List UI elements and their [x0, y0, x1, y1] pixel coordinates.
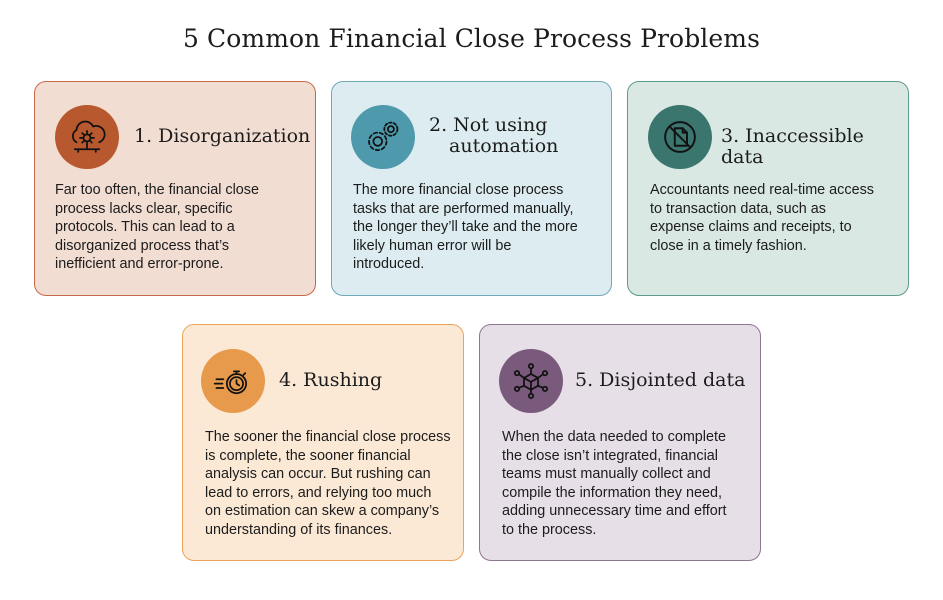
body-line: understanding of its finances. [205, 521, 393, 538]
body-line: the longer they’ll take and the more [353, 219, 578, 236]
body-line: teams must manually collect and [502, 466, 711, 483]
body-line: on estimation can skew a company’s [205, 503, 440, 520]
body-line: close in a timely fashion. [650, 237, 807, 254]
card-icon-badge [499, 349, 563, 413]
body-line: the close isn’t integrated, financial [502, 447, 718, 464]
gears-icon [368, 121, 399, 151]
body-line: analysis can occur. But rushing can [205, 466, 431, 483]
body-line: The sooner the financial close process [205, 429, 451, 445]
card-heading: 2. Not using automation [429, 115, 558, 157]
no-access-document-icon [664, 121, 696, 153]
body-line: adding unnecessary time and effort [502, 503, 727, 520]
card-rushing: 4. Rushing The sooner the financial clos… [182, 324, 464, 561]
card-icon-badge [55, 105, 119, 169]
card-body: The sooner the financial close process i… [205, 428, 451, 540]
body-line: introduced. [353, 256, 425, 273]
body-line: Accountants need real-time access [650, 182, 874, 198]
card-body: When the data needed to complete the clo… [502, 428, 727, 540]
card-body: Accountants need real-time access to tra… [650, 181, 874, 255]
heading-line: automation [449, 135, 559, 157]
card-heading: 5. Disjointed data [575, 369, 746, 391]
card-heading: 4. Rushing [279, 369, 383, 391]
body-line: compile the information they need, [502, 484, 722, 501]
card-disorganization: 1. Disorganization Far too often, the fi… [34, 81, 316, 296]
body-line: Far too often, the financial close [55, 182, 259, 198]
body-line: to the process. [502, 521, 597, 538]
body-line: When the data needed to complete [502, 429, 727, 445]
body-line: is complete, the sooner financial [205, 447, 411, 464]
stopwatch-icon [213, 370, 247, 395]
body-line: likely human error will be [353, 237, 512, 254]
body-line: inefficient and error-prone. [55, 256, 224, 273]
body-line: lead to errors, and relying too much [205, 484, 432, 501]
body-line: process lacks clear, specific [55, 200, 233, 217]
card-inaccessible-data: 3. Inaccessible data Accountants need re… [627, 81, 909, 296]
network-cube-icon [513, 363, 549, 399]
card-heading: 3. Inaccessible data [721, 125, 864, 168]
card-body: The more financial close process tasks t… [353, 181, 578, 274]
card-body: Far too often, the financial close proce… [55, 181, 259, 274]
card-icon-badge [648, 105, 712, 169]
body-line: The more financial close process [353, 182, 564, 198]
body-line: tasks that are performed manually, [353, 200, 574, 217]
card-icon-badge [351, 105, 415, 169]
body-line: expense claims and receipts, to [650, 219, 852, 236]
heading-line: 2. Not using [429, 114, 548, 136]
card-heading: 1. Disorganization [134, 125, 311, 147]
card-icon-badge [201, 349, 265, 413]
body-line: disorganized process that’s [55, 237, 230, 254]
body-line: to transaction data, such as [650, 200, 826, 217]
card-not-using-automation: 2. Not using automation The more financi… [331, 81, 612, 296]
card-disjointed-data: 5. Disjointed data When the data needed … [479, 324, 761, 561]
body-line: protocols. This can lead to a [55, 219, 235, 236]
cloud-gear-icon [72, 120, 106, 153]
page-title: 5 Common Financial Close Process Problem… [182, 24, 761, 53]
